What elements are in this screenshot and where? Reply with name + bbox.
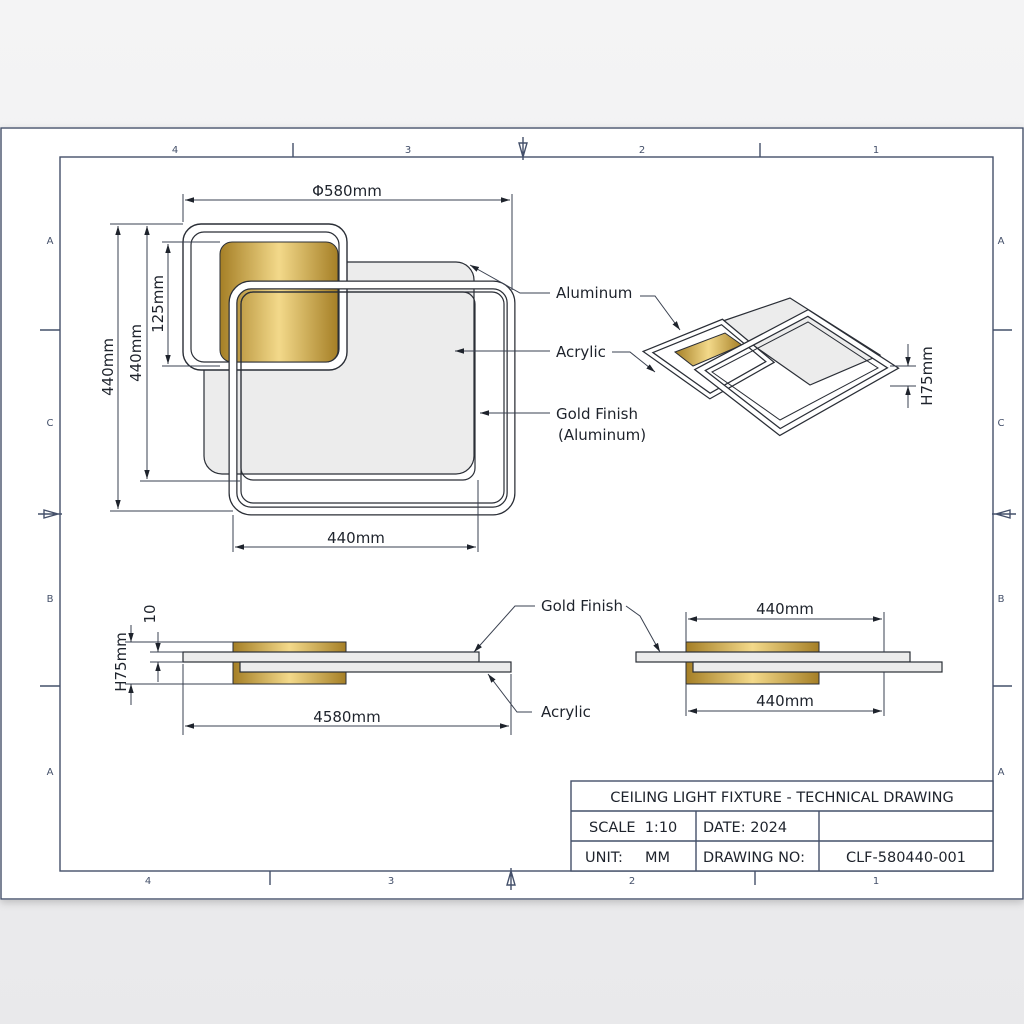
side-callout-gold: Gold Finish: [541, 597, 623, 615]
title-block: CEILING LIGHT FIXTURE - TECHNICAL DRAWIN…: [570, 780, 994, 872]
dim-bottom: 440mm: [327, 529, 385, 547]
side-dim-length: 4580mm: [313, 708, 380, 726]
title-block-date: DATE: 2024: [703, 820, 787, 836]
zone-left-a2: A: [47, 767, 54, 778]
title-block-scale: SCALE 1:10: [589, 820, 677, 836]
dim-gold: 125mm: [149, 275, 167, 333]
zone-left-c: C: [47, 418, 54, 429]
dim-height-inner: 440mm: [127, 324, 145, 382]
callout-gold-finish: Gold Finish: [556, 405, 638, 423]
callout-acrylic: Acrylic: [556, 343, 606, 361]
zone-left-b: B: [47, 594, 54, 605]
iso-dim-height: H75mm: [918, 346, 936, 406]
zone-top-2: 2: [639, 145, 645, 156]
title-block-unit-label: UNIT:: [585, 850, 623, 866]
title-block-title: CEILING LIGHT FIXTURE - TECHNICAL DRAWIN…: [610, 790, 953, 806]
dim-width: Φ580mm: [312, 182, 382, 200]
zone-right-a: A: [998, 236, 1005, 247]
gold-plate: [219, 241, 339, 363]
side-callout-acrylic: Acrylic: [541, 703, 591, 721]
zone-right-c: C: [998, 418, 1005, 429]
title-block-unit-value: MM: [645, 850, 670, 866]
zone-right-b: B: [998, 594, 1005, 605]
title-block-drawing-no-label: DRAWING NO:: [703, 850, 805, 866]
callout-aluminum: Aluminum: [556, 284, 632, 302]
isometric-view: H75mm: [612, 295, 936, 437]
zone-left-a: A: [47, 236, 54, 247]
aluminum-frame-large: [229, 281, 515, 515]
side-view: H75mm 10 4580mm Gold Finish Acrylic: [112, 597, 623, 735]
end-dim-top: 440mm: [756, 600, 814, 618]
zone-bottom-3: 3: [388, 876, 394, 887]
dim-height-outer: 440mm: [99, 338, 117, 396]
title-block-drawing-no: CLF-580440-001: [846, 850, 966, 866]
end-view: 440mm 440mm: [625, 600, 943, 716]
outer-border: [0, 127, 1024, 900]
zone-top-3: 3: [405, 145, 411, 156]
zone-bottom-4: 4: [145, 876, 151, 887]
side-dim-thickness: 10: [141, 604, 159, 623]
zone-top-4: 4: [172, 145, 178, 156]
zone-bottom-1: 1: [873, 876, 879, 887]
zone-top-1: 1: [873, 145, 879, 156]
callout-gold-finish-material: (Aluminum): [558, 426, 646, 444]
center-marks: [38, 137, 1016, 890]
side-dim-height: H75mm: [112, 632, 130, 692]
zone-ticks: [40, 143, 1012, 885]
end-dim-bottom: 440mm: [756, 692, 814, 710]
zone-bottom-2: 2: [629, 876, 635, 887]
top-view: Φ580mm 440mm 440mm 125mm 440mm Aluminum …: [99, 182, 646, 552]
zone-right-a2: A: [998, 767, 1005, 778]
